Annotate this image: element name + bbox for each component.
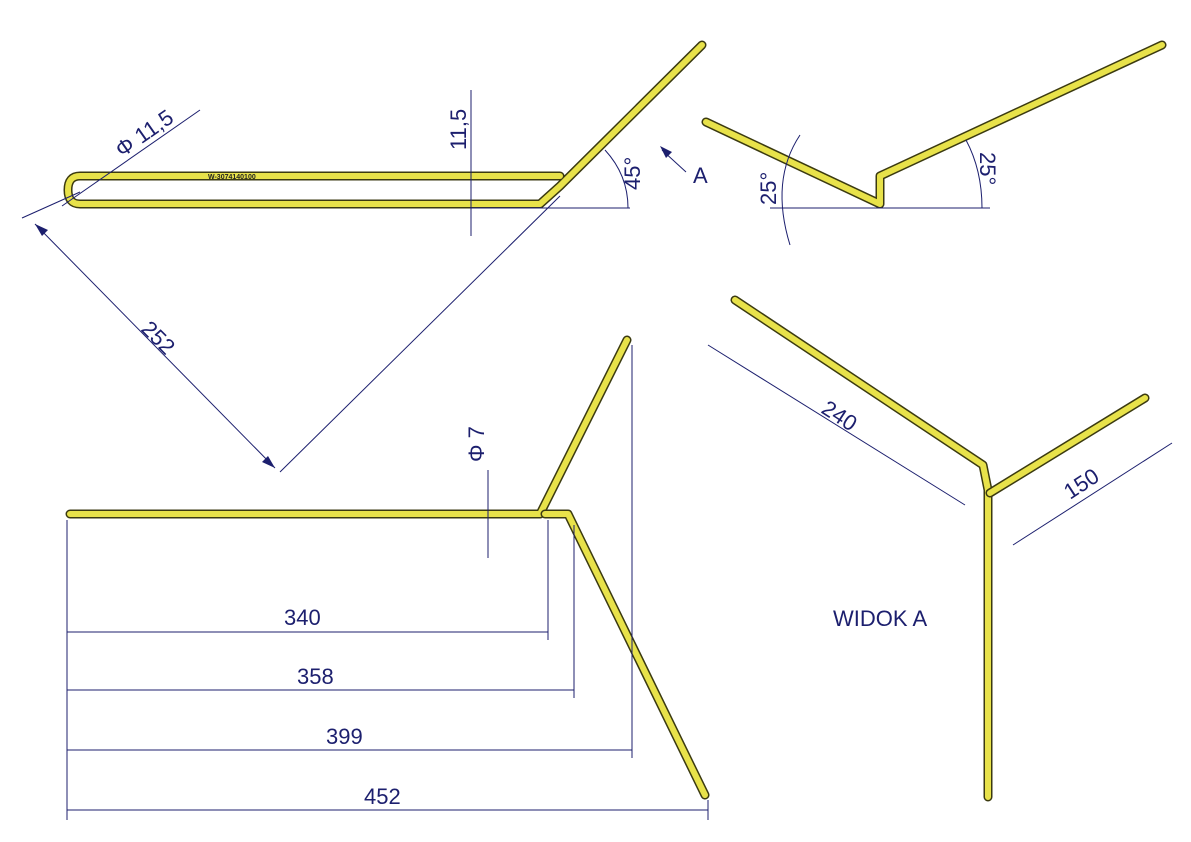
- view-a-dimensions: 240 150 WIDOK A: [707, 344, 1173, 631]
- dim-angle-25-left: 25°: [756, 172, 781, 205]
- dim-358: 358: [297, 664, 334, 689]
- dim-399: 399: [326, 724, 363, 749]
- top-view-tube: W-3074140100: [63, 40, 707, 209]
- dim-340: 340: [284, 605, 321, 630]
- part-number-label: W-3074140100: [208, 174, 256, 181]
- dim-252: 252: [136, 316, 180, 360]
- dim-452: 452: [364, 784, 401, 809]
- view-a-label: WIDOK A: [833, 606, 927, 631]
- front-view-dimensions: Φ 7 340 358 399 452: [66, 345, 709, 820]
- front-view-tube: [65, 335, 710, 800]
- side-view-dimensions: 25° 25°: [756, 134, 1000, 246]
- dim-dia-7: Φ 7: [464, 426, 489, 462]
- dim-angle-45: 45°: [620, 157, 645, 190]
- view-a-tube: [730, 295, 1150, 802]
- dim-240: 240: [817, 395, 861, 436]
- dim-angle-25-right: 25°: [975, 152, 1000, 185]
- side-view-tube: [701, 40, 1167, 209]
- dim-dia-11-5: Φ 11,5: [111, 104, 178, 162]
- dim-11-5: 11,5: [446, 109, 471, 150]
- dim-150: 150: [1059, 463, 1103, 504]
- view-arrow-label: A: [693, 163, 708, 188]
